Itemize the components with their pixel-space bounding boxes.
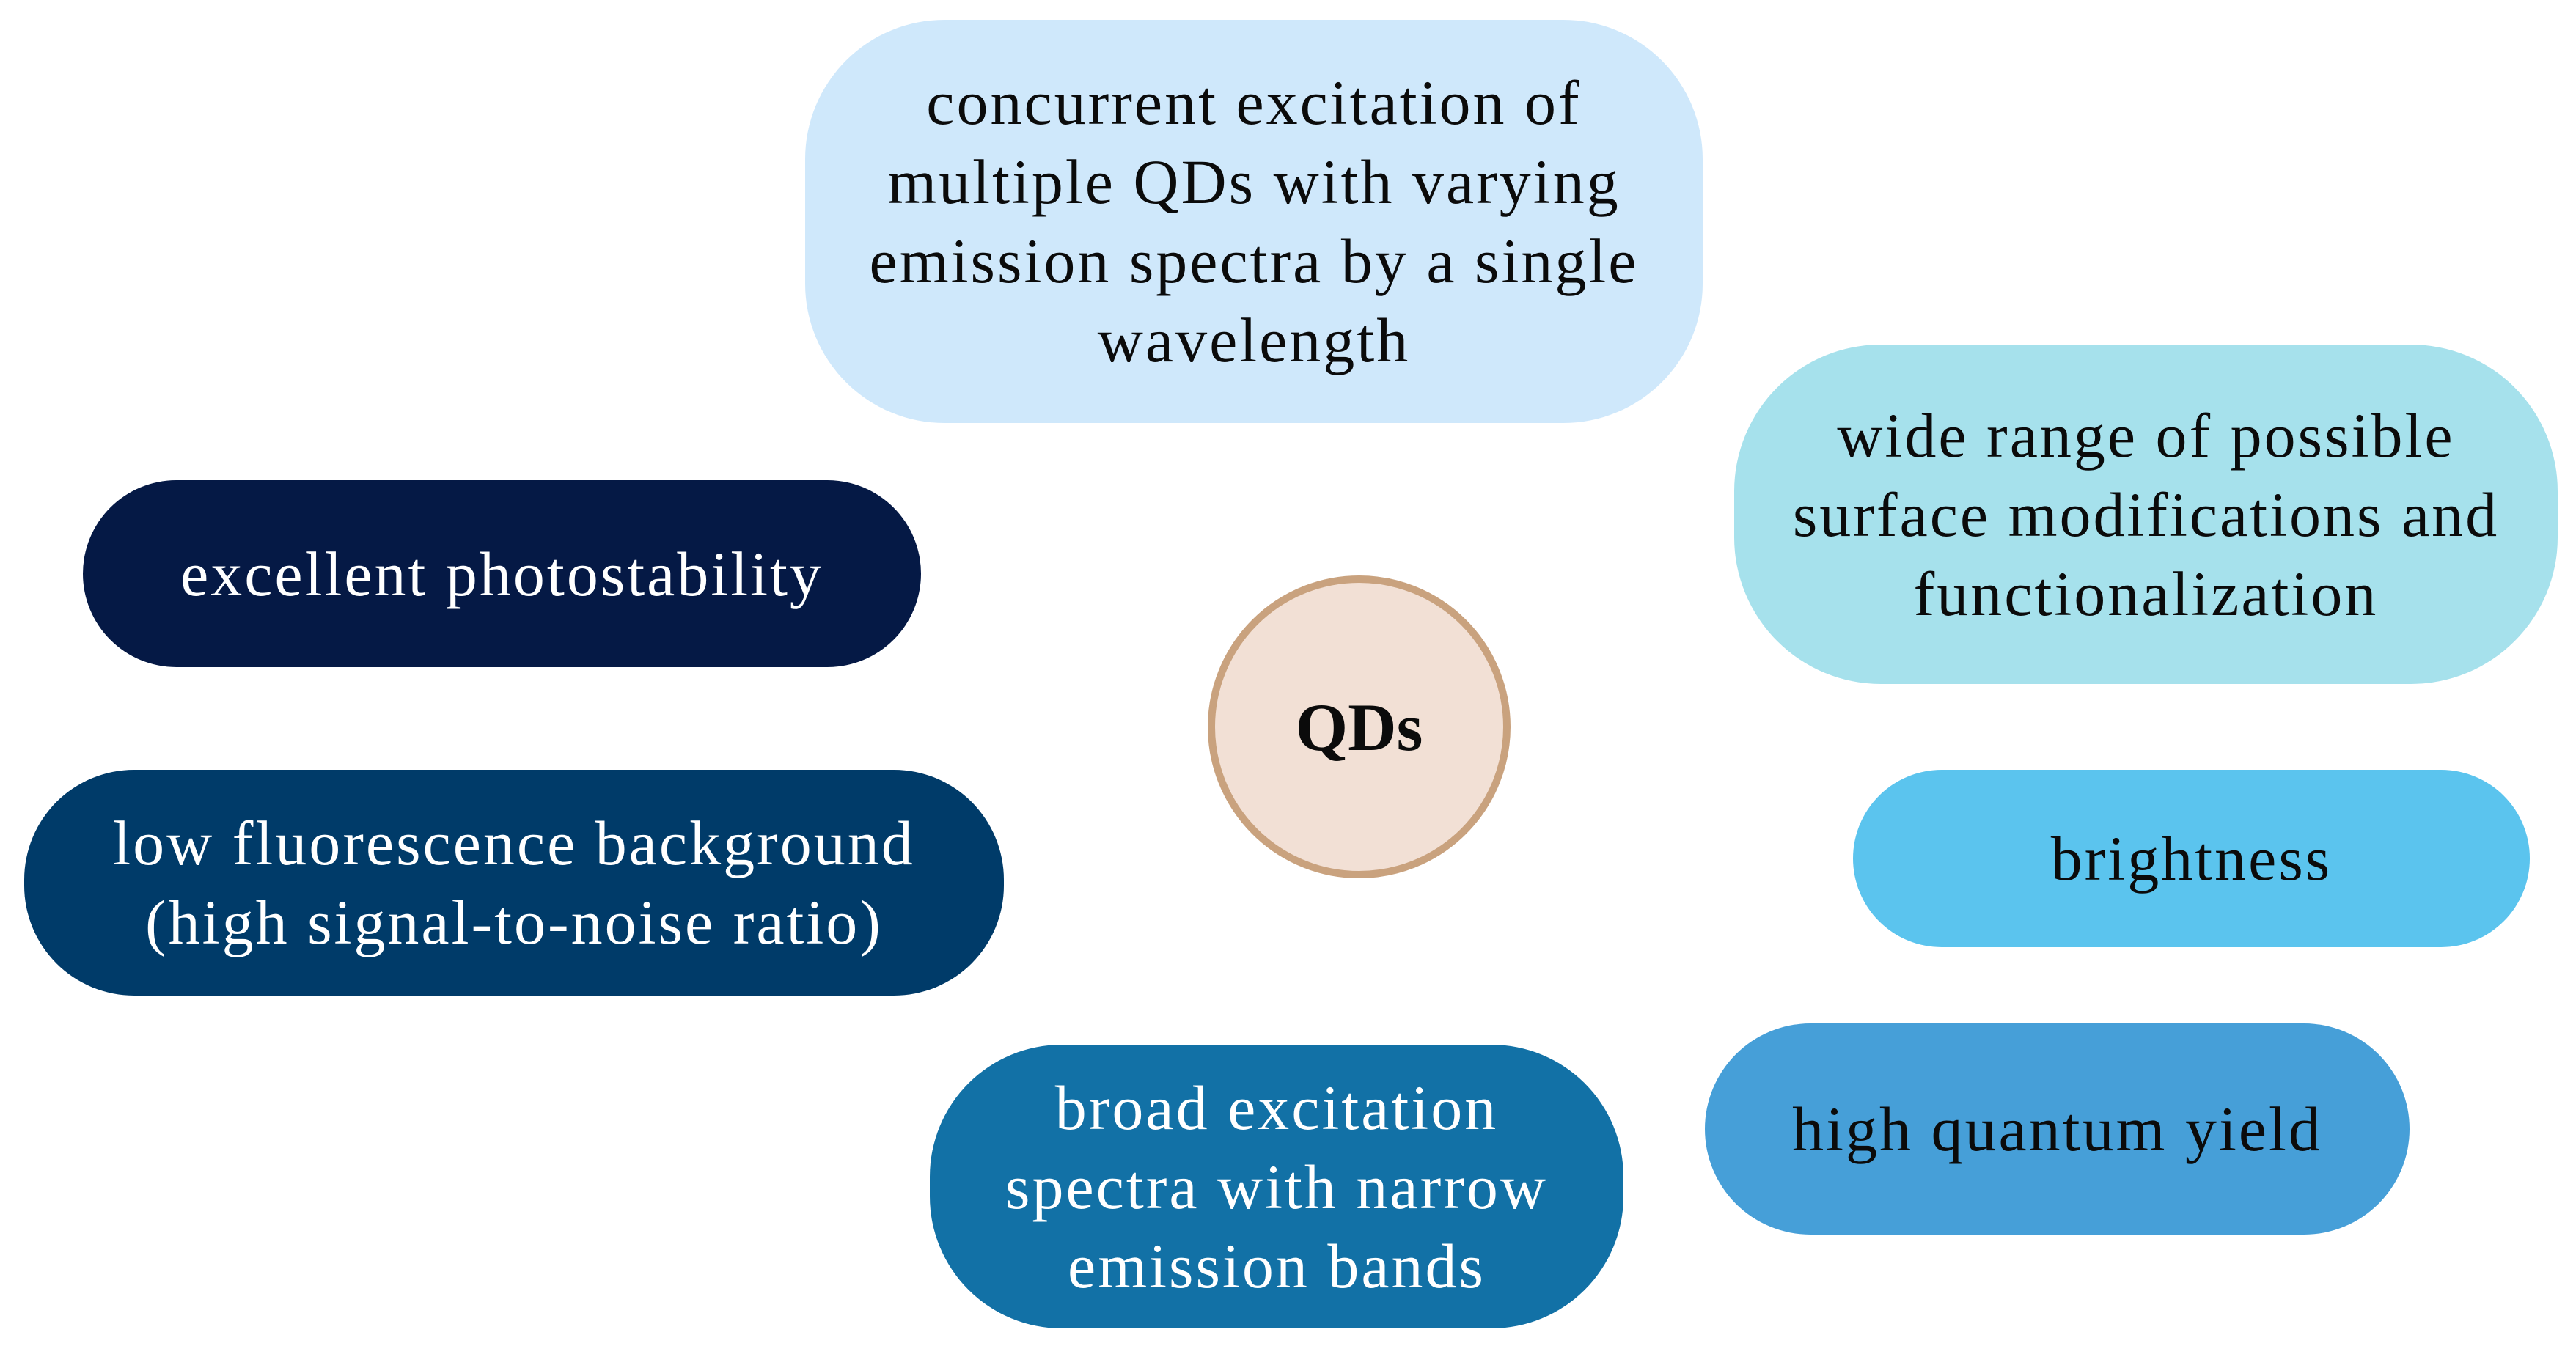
node-photostability-label: excellent photostability [180,538,823,609]
center-node-label: QDs [1295,689,1423,765]
node-low-background: low fluorescence background (high signal… [24,770,1004,996]
node-surface-modifications: wide range of possible surface modificat… [1734,345,2558,684]
node-low-background-label: low fluorescence background (high signal… [113,808,915,957]
node-photostability: excellent photostability [83,480,921,667]
node-brightness-label: brightness [2050,823,2333,894]
node-quantum-yield: high quantum yield [1705,1023,2410,1235]
node-broad-excitation: broad excitation spectra with narrow emi… [930,1045,1623,1328]
center-node-qds: QDs [1208,575,1511,878]
node-surface-modifications-label: wide range of possible surface modificat… [1792,400,2500,629]
node-brightness: brightness [1853,770,2530,947]
node-broad-excitation-label: broad excitation spectra with narrow emi… [1005,1072,1548,1301]
node-concurrent-excitation: concurrent excitation of multiple QDs wi… [805,20,1703,423]
node-concurrent-excitation-label: concurrent excitation of multiple QDs wi… [869,67,1639,375]
node-quantum-yield-label: high quantum yield [1792,1094,2322,1164]
